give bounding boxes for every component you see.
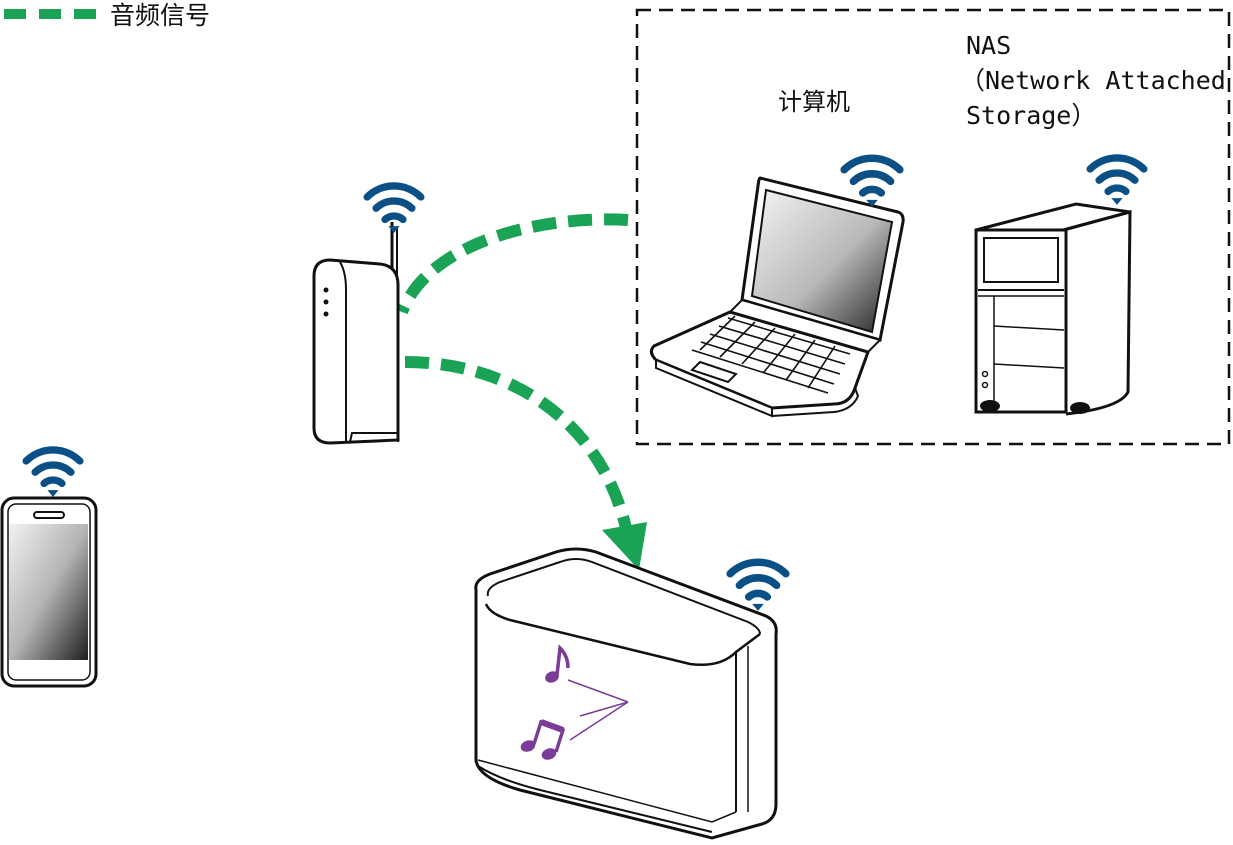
signal-arrowhead	[602, 522, 647, 570]
sound-wave-lines	[567, 679, 629, 741]
computer-nas-group-box	[635, 8, 1231, 446]
laptop-icon	[649, 176, 905, 418]
computer-label: 计算机	[778, 88, 850, 116]
signal-path-router-to-speaker	[404, 356, 632, 530]
smartphone-icon	[0, 496, 98, 688]
signal-path-computer-to-router	[396, 213, 629, 315]
legend-label: 音频信号	[110, 1, 210, 30]
phone-wifi-icon	[26, 450, 80, 497]
nas-label-line1: NAS	[966, 31, 1011, 60]
nas-label-line2: （Network Attached	[960, 66, 1226, 95]
wireless-router-icon	[312, 222, 400, 445]
speaker-wifi-icon	[730, 562, 786, 611]
nas-wifi-icon	[1090, 158, 1144, 205]
router-wifi-icon	[367, 186, 421, 233]
music-note-icon	[545, 644, 570, 683]
nas-server-icon	[974, 202, 1132, 416]
wireless-speaker-icon	[474, 547, 778, 840]
nas-label-line3: Storage）	[966, 101, 1096, 130]
music-note-icon-double	[520, 719, 566, 760]
legend: 音频信号	[4, 1, 210, 30]
